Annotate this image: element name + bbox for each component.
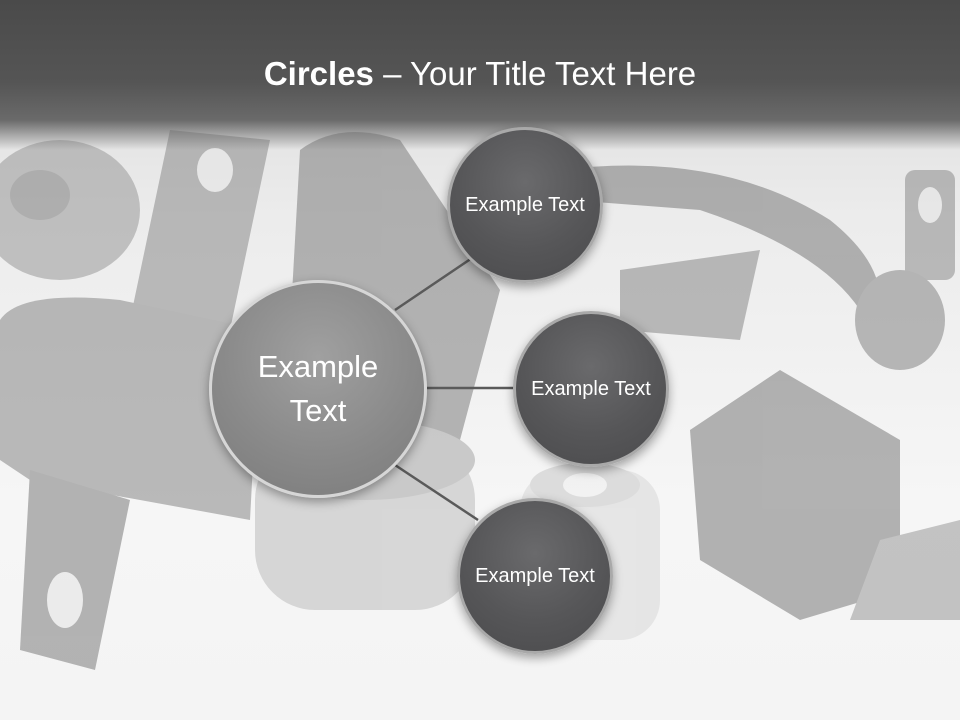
main-circle-label: Example Text xyxy=(257,349,379,428)
circle-item-2-label: Example Text xyxy=(531,378,651,400)
slide-title[interactable]: Circles – Your Title Text Here xyxy=(0,52,960,96)
title-bar xyxy=(0,0,960,150)
connector-1 xyxy=(394,252,479,312)
circle-item-3-label: Example Text xyxy=(475,565,595,587)
circle-item-2[interactable]: Example Text xyxy=(513,311,669,467)
title-bold: Circles xyxy=(263,55,374,92)
main-circle[interactable]: Example Text xyxy=(209,280,427,498)
circle-item-1-label: Example Text xyxy=(465,194,585,216)
circle-item-3[interactable]: Example Text xyxy=(457,498,613,654)
connector-3 xyxy=(394,463,479,522)
circle-item-1[interactable]: Example Text xyxy=(447,127,603,283)
title-rest: – Your Title Text Here xyxy=(373,55,697,92)
